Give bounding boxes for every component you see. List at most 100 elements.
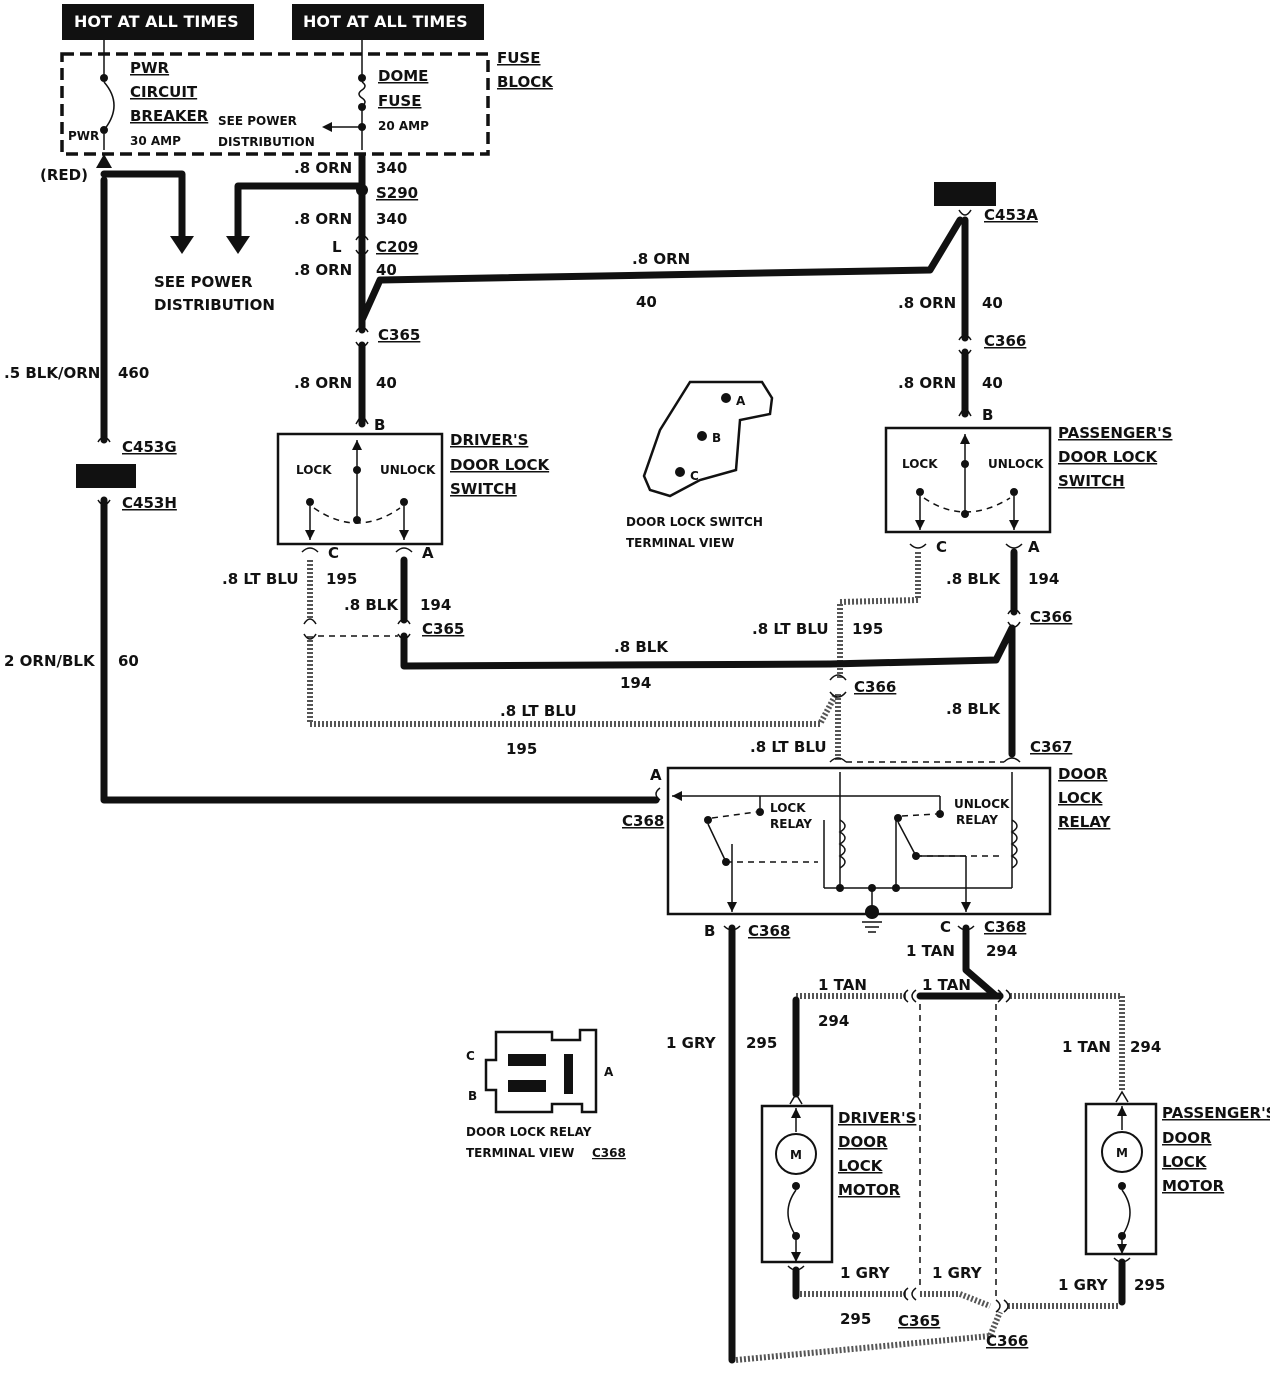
orn-a-label: .8 ORN: [294, 159, 352, 177]
c365-a-label: C365: [378, 326, 420, 344]
relay-view-caption-conn: C368: [592, 1146, 626, 1160]
blk-orn-label: .5 BLK/ORN: [4, 364, 100, 382]
relay-view-a: A: [604, 1065, 614, 1079]
gry-c-label: 1 GRY: [932, 1264, 983, 1282]
c365-b-label: C365: [422, 620, 464, 638]
breaker-amp: 30 AMP: [130, 134, 181, 148]
gry-d-label: 1 GRY: [1058, 1276, 1109, 1294]
tan-a-label: 1 TAN: [906, 942, 955, 960]
tan-b-label: 1 TAN: [818, 976, 867, 994]
blk-a-label: .8 BLK: [344, 596, 399, 614]
fuse-block-title-1: FUSE: [497, 49, 540, 67]
driver-motor-title-2: DOOR: [838, 1133, 888, 1151]
breaker-label-1: PWR: [130, 59, 170, 77]
see-power-dist-2: DISTRIBUTION: [154, 296, 275, 314]
passenger-motor-title-4: MOTOR: [1162, 1177, 1225, 1195]
relay-view-caption-1: DOOR LOCK RELAY: [466, 1125, 592, 1139]
passenger-switch-term-b: B: [982, 406, 993, 424]
c367-label: C367: [1030, 738, 1072, 756]
fuse-block-outline: [60, 52, 490, 156]
passenger-motor-title-1: PASSENGER'S: [1162, 1104, 1270, 1122]
circuit-60: 60: [118, 652, 139, 670]
ltblu-a-label: .8 LT BLU: [222, 570, 299, 588]
tan-d-label: 1 TAN: [1062, 1038, 1111, 1056]
passenger-door-lock-motor: M PASSENGER'S DOOR LOCK MOTOR: [1084, 1090, 1270, 1256]
relay-lock-2: RELAY: [770, 817, 812, 831]
circuit-40-c: 40: [376, 261, 397, 279]
c453g-label: C453G: [122, 438, 177, 456]
orn-blk-label: 2 ORN/BLK: [4, 652, 96, 670]
circuit-194-b: 194: [620, 674, 651, 692]
switch-view-caption-2: TERMINAL VIEW: [626, 536, 734, 550]
relay-view-b: B: [468, 1089, 477, 1103]
passenger-switch-title-3: SWITCH: [1058, 472, 1125, 490]
hot-right-label: HOT AT ALL TIMES: [303, 12, 468, 31]
switch-view-a: A: [736, 394, 746, 408]
s290-label: S290: [376, 184, 418, 202]
circuit-340-b: 340: [376, 210, 407, 228]
c366-a-label: C366: [984, 332, 1026, 350]
circuit-40-top: 40: [636, 293, 657, 311]
c366-b-label: C366: [1030, 608, 1072, 626]
circuit-294-a: 294: [986, 942, 1017, 960]
relay-title-2: LOCK: [1058, 789, 1104, 807]
passenger-motor-title-2: DOOR: [1162, 1129, 1212, 1147]
connector-c453a-block: [934, 182, 996, 206]
driver-motor-m: M: [790, 1148, 802, 1162]
passenger-switch-term-c: C: [936, 538, 947, 556]
driver-switch-term-b: B: [374, 416, 385, 434]
circuit-194-a: 194: [420, 596, 451, 614]
breaker-label-2: CIRCUIT: [130, 83, 198, 101]
circuit-340-a: 340: [376, 159, 407, 177]
relay-lock-1: LOCK: [770, 801, 806, 815]
dome-fuse-amp: 20 AMP: [378, 119, 429, 133]
driver-switch-term-a: A: [422, 544, 434, 562]
driver-switch-title-2: DOOR LOCK: [450, 456, 551, 474]
circuit-40-e: 40: [982, 294, 1003, 312]
c365-c-label: C365: [898, 1312, 940, 1330]
connector-c453-block: [76, 464, 136, 488]
door-lock-relay: DOOR LOCK RELAY: [666, 765, 1112, 933]
blk-c-label: .8 BLK: [946, 570, 1001, 588]
passenger-switch-unlock: UNLOCK: [988, 457, 1044, 471]
hot-left-label: HOT AT ALL TIMES: [74, 12, 239, 31]
orn-top-label: .8 ORN: [632, 250, 690, 268]
l-label: L: [332, 238, 342, 256]
switch-view-c: C: [690, 469, 699, 483]
driver-switch-title-1: DRIVER'S: [450, 431, 528, 449]
relay-unlock-2: RELAY: [956, 813, 998, 827]
passenger-switch-title-1: PASSENGER'S: [1058, 424, 1172, 442]
circuit-195-a: 195: [326, 570, 357, 588]
ltblu-b-label: .8 LT BLU: [500, 702, 577, 720]
door-lock-relay-terminal-view: C B A DOOR LOCK RELAY TERMINAL VIEW C368: [466, 1028, 626, 1160]
passenger-switch-term-a: A: [1028, 538, 1040, 556]
hot-at-all-times-left: HOT AT ALL TIMES: [62, 4, 254, 40]
gry-a-label: 1 GRY: [666, 1034, 717, 1052]
circuit-294-d: 294: [1130, 1038, 1161, 1056]
orn-e-label: .8 ORN: [898, 294, 956, 312]
dome-fuse-label-2: FUSE: [378, 92, 421, 110]
red-label: (RED): [40, 166, 88, 184]
relay-view-caption-2: TERMINAL VIEW: [466, 1146, 574, 1160]
fuse-see-power-1: SEE POWER: [218, 114, 297, 128]
ltblu-c-label: .8 LT BLU: [752, 620, 829, 638]
driver-switch-lock: LOCK: [296, 463, 332, 477]
blk-d-label: .8 BLK: [946, 700, 1001, 718]
relay-title-1: DOOR: [1058, 765, 1108, 783]
c366-d-label: C366: [986, 1332, 1028, 1350]
c366-c-label: C366: [854, 678, 896, 696]
driver-door-lock-motor: M DRIVER'S DOOR LOCK MOTOR: [760, 1092, 916, 1264]
circuit-295-a: 295: [746, 1034, 777, 1052]
relay-term-a: A: [650, 766, 662, 784]
blk-b-label: .8 BLK: [614, 638, 669, 656]
driver-motor-title-3: LOCK: [838, 1157, 884, 1175]
dome-fuse-label-1: DOME: [378, 67, 428, 85]
see-power-dist-1: SEE POWER: [154, 273, 253, 291]
fuse-see-power-2: DISTRIBUTION: [218, 135, 315, 149]
c368-b-label: C368: [748, 922, 790, 940]
tan-c-label: 1 TAN: [922, 976, 971, 994]
relay-term-c: C: [940, 918, 951, 936]
circuit-460: 460: [118, 364, 149, 382]
circuit-194-c: 194: [1028, 570, 1059, 588]
